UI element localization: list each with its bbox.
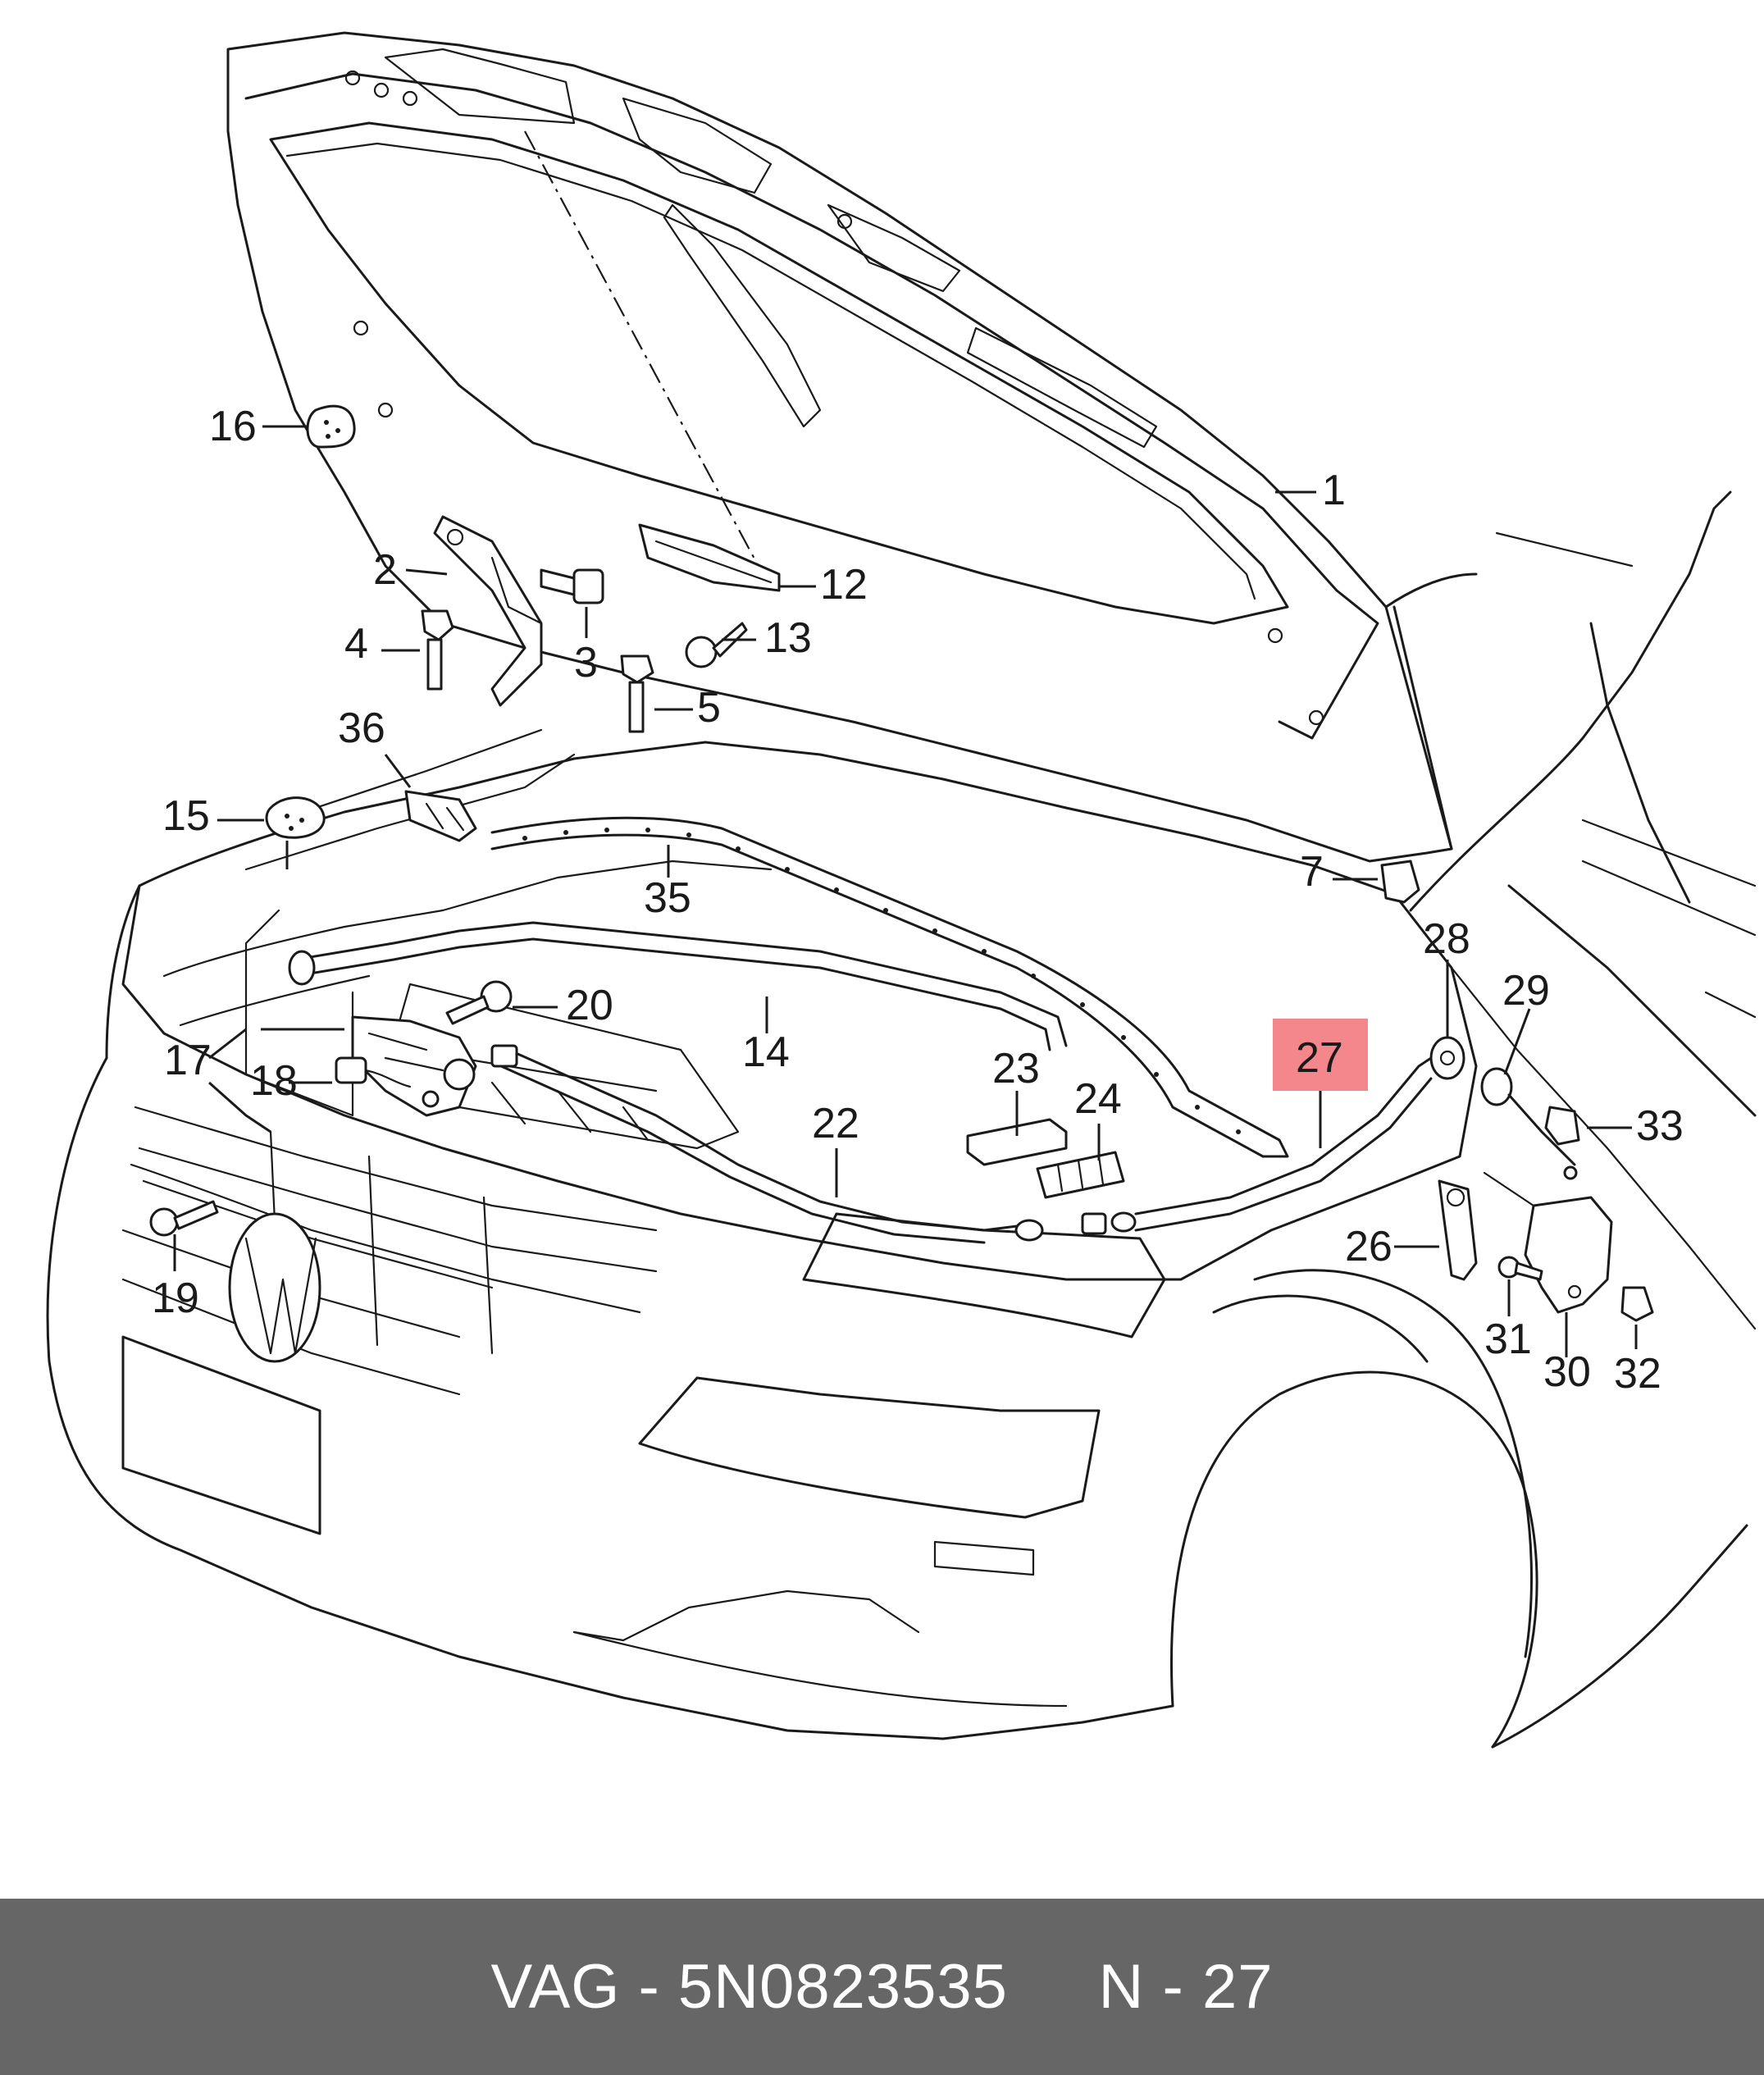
- callout-labels: 1 2 3 4 5 7 12 13 14 15 16 17 18 19 20 2…: [152, 403, 1684, 1398]
- screw-part-31: [1497, 1256, 1543, 1281]
- grommet-part-28: [1429, 1036, 1465, 1080]
- parts-diagram: 1 2 3 4 5 7 12 13 14 15 16 17 18 19 20 2…: [46, 31, 1757, 1749]
- callout-4: 4: [344, 620, 368, 668]
- bump-stop-part-16: [306, 404, 356, 449]
- bolt-part-13: [685, 622, 748, 668]
- callout-15: 15: [162, 792, 210, 840]
- release-cable-part-22: [490, 1044, 1445, 1244]
- buffer-part-7: [1380, 860, 1420, 904]
- sensor-part-18: [335, 1056, 412, 1088]
- callout-24: 24: [1074, 1075, 1122, 1123]
- release-handle-part-30: [1483, 1171, 1613, 1314]
- part-number-label: VAG - 5N0823535 N - 27: [490, 1952, 1274, 2022]
- callout-35: 35: [644, 874, 691, 922]
- callout-28: 28: [1423, 915, 1470, 963]
- bolt-part-19: [149, 1200, 219, 1237]
- vw-logo-icon: [228, 1212, 321, 1363]
- hood-panel: [226, 31, 1453, 863]
- callout-20: 20: [566, 982, 613, 1029]
- lever-part-26: [1438, 1179, 1478, 1281]
- clip-part-33: [1544, 1106, 1580, 1146]
- callout-5: 5: [697, 684, 721, 732]
- bolt-part-5: [620, 654, 654, 733]
- hood-lock-part-17: [351, 1015, 477, 1117]
- clip-part-23: [966, 1118, 1068, 1166]
- callout-32: 32: [1614, 1350, 1661, 1398]
- exploded-view-drawing: 1 2 3 4 5 7 12 13 14 15 16 17 18 19 20 2…: [46, 31, 1757, 1749]
- callout-2: 2: [373, 546, 397, 594]
- callout-18: 18: [250, 1057, 298, 1105]
- seal-part-35: [490, 816, 1289, 1158]
- callout-31: 31: [1484, 1316, 1532, 1363]
- callout-17: 17: [164, 1037, 212, 1084]
- callout-12: 12: [820, 561, 868, 609]
- callout-36: 36: [338, 705, 385, 752]
- part-number-footer: VAG - 5N0823535 N - 27: [0, 1899, 1764, 2075]
- bolt-part-4: [421, 609, 454, 691]
- front-grille: [134, 1106, 658, 1363]
- callout-19: 19: [152, 1275, 199, 1322]
- clip-part-24: [1036, 1151, 1125, 1199]
- callout-30: 30: [1543, 1348, 1591, 1396]
- callout-27: 27: [1296, 1034, 1343, 1082]
- highlight-box-part-27: [1273, 1019, 1368, 1091]
- callout-33: 33: [1636, 1102, 1684, 1150]
- clip-part-36: [404, 790, 477, 842]
- callout-14: 14: [742, 1028, 790, 1076]
- callout-22: 22: [812, 1100, 859, 1147]
- striker-part-12: [638, 523, 781, 592]
- callout-3: 3: [574, 639, 598, 686]
- callout-7: 7: [1300, 848, 1324, 896]
- clip-part-32: [1620, 1286, 1654, 1322]
- cable-end-part-29: [1480, 1067, 1578, 1180]
- hood-hinge-part-2: [433, 515, 543, 707]
- callout-23: 23: [992, 1045, 1040, 1092]
- callout-16: 16: [209, 403, 257, 450]
- pad-part-15: [265, 796, 326, 839]
- callout-29: 29: [1502, 967, 1550, 1015]
- callout-13: 13: [764, 614, 812, 662]
- callout-26: 26: [1345, 1223, 1393, 1270]
- car-body: [46, 490, 1757, 1749]
- bolt-part-3: [540, 568, 604, 604]
- support-rod-part-14: [288, 921, 1068, 1051]
- leader-lines: [173, 425, 1638, 1357]
- bolt-part-20: [445, 980, 513, 1025]
- callout-1: 1: [1322, 467, 1346, 514]
- engine-bay: [244, 728, 740, 1150]
- seal-dots: [522, 828, 1241, 1134]
